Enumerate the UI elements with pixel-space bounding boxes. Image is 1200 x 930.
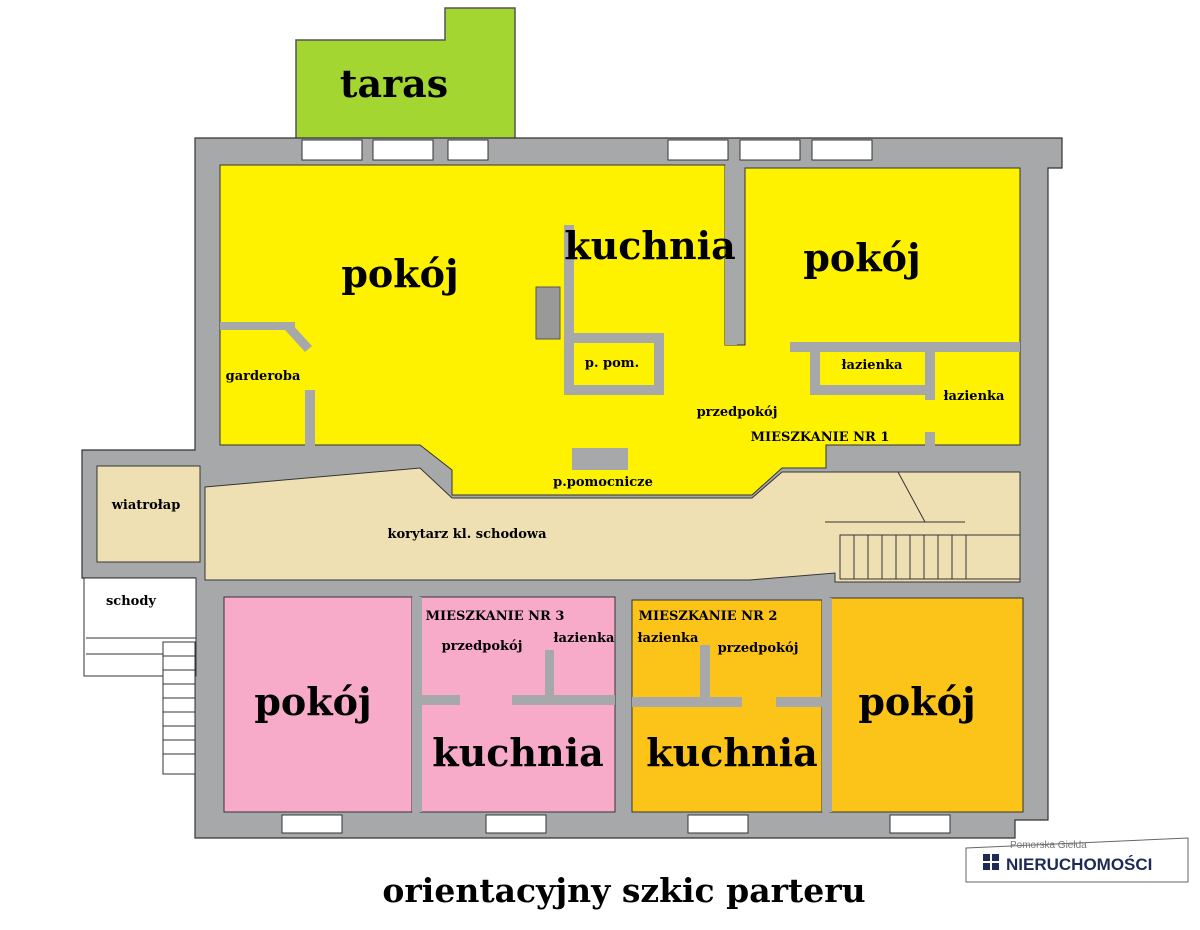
apt2-room-area bbox=[829, 597, 1024, 813]
apt1-bathroom-b-label: łazienka bbox=[944, 389, 1005, 404]
wall-segment bbox=[572, 448, 628, 470]
staircase bbox=[825, 471, 1021, 580]
apt3-bathroom-label: łazienka bbox=[554, 631, 615, 646]
window bbox=[447, 139, 489, 161]
window bbox=[811, 139, 873, 161]
apt2-room-label: pokój bbox=[858, 679, 975, 724]
window bbox=[372, 139, 434, 161]
apt1-utility-label: p.pomocnicze bbox=[553, 475, 653, 490]
apt3-name-label: MIESZKANIE NR 3 bbox=[426, 609, 565, 624]
apartment-3: MIESZKANIE NR 3 przedpokój łazienka pokó… bbox=[223, 596, 616, 813]
terrace: taras bbox=[295, 7, 516, 141]
apt3-hall-label: przedpokój bbox=[442, 639, 523, 654]
window bbox=[301, 139, 363, 161]
wall-segment bbox=[790, 342, 1020, 352]
plan-title: orientacyjny szkic parteru bbox=[382, 871, 865, 910]
apt2-kitchen-label: kuchnia bbox=[646, 730, 817, 775]
wall-segment bbox=[564, 333, 664, 343]
apt3-kitchen-label: kuchnia bbox=[432, 730, 603, 775]
window bbox=[739, 139, 801, 161]
wall-segment bbox=[810, 385, 930, 395]
windows bbox=[281, 139, 951, 834]
apt1-room-right-label: pokój bbox=[803, 235, 920, 280]
wall-segment bbox=[822, 598, 832, 812]
logo-line2: NIERUCHOMOŚCI bbox=[1006, 855, 1152, 874]
wall-segment bbox=[305, 390, 315, 448]
wall-segment bbox=[545, 650, 554, 700]
apt2-hall-label: przedpokój bbox=[718, 641, 799, 656]
apt1-kitchen-label: kuchnia bbox=[564, 223, 735, 268]
common-area: wiatrołap korytarz kl. schodowa schody bbox=[83, 465, 1021, 775]
apt1-hall-label: przedpokój bbox=[697, 405, 778, 420]
wall-segment bbox=[564, 385, 664, 395]
apt1-wardrobe-label: garderoba bbox=[226, 369, 301, 384]
window bbox=[889, 814, 951, 834]
window bbox=[281, 814, 343, 834]
apt1-utility-small-label: p. pom. bbox=[585, 356, 639, 371]
logo-line1: Pomorska Giełda bbox=[1010, 840, 1087, 851]
apt1-name-label: MIESZKANIE NR 1 bbox=[751, 430, 890, 445]
apartment-2: MIESZKANIE NR 2 łazienka przedpokój kuch… bbox=[631, 597, 1024, 813]
wall-segment bbox=[654, 333, 664, 395]
apt3-room-label: pokój bbox=[254, 679, 371, 724]
wall-segment bbox=[220, 322, 295, 330]
vestibule-area bbox=[96, 465, 201, 563]
window bbox=[687, 814, 749, 834]
apt1-room-left-label: pokój bbox=[341, 251, 458, 296]
logo-frame bbox=[965, 837, 1189, 883]
corridor-area bbox=[204, 467, 1021, 583]
apt3-room-area bbox=[223, 596, 413, 813]
outdoor-steps bbox=[86, 637, 196, 775]
wall-segment bbox=[412, 695, 460, 705]
window bbox=[667, 139, 729, 161]
wall-segment bbox=[725, 165, 737, 345]
corridor-label: korytarz kl. schodowa bbox=[388, 527, 548, 542]
vestibule-label: wiatrołap bbox=[111, 498, 181, 513]
wall-segment bbox=[700, 645, 710, 702]
apartment-1-area bbox=[219, 164, 1021, 496]
wall-segment bbox=[810, 342, 820, 394]
chimney bbox=[535, 286, 561, 340]
wall-segment bbox=[632, 697, 742, 707]
apt1-bathroom-a-label: łazienka bbox=[842, 358, 903, 373]
apartment-1: pokój kuchnia pokój garderoba p. pom. ła… bbox=[219, 164, 1021, 496]
wall-segment bbox=[925, 432, 935, 448]
wall-segment bbox=[564, 225, 574, 395]
wall-segment bbox=[925, 342, 935, 400]
wall-segment bbox=[285, 322, 312, 352]
terrace-label: taras bbox=[340, 61, 448, 106]
wall-segment bbox=[512, 695, 615, 705]
logo-grid-icon bbox=[983, 854, 999, 870]
apt2-bathroom-label: łazienka bbox=[638, 631, 699, 646]
wall-segment bbox=[776, 697, 826, 707]
stairs-label: schody bbox=[106, 594, 156, 609]
apt2-name-label: MIESZKANIE NR 2 bbox=[639, 609, 778, 624]
company-logo: Pomorska Giełda NIERUCHOMOŚCI bbox=[965, 837, 1189, 883]
window bbox=[485, 814, 547, 834]
